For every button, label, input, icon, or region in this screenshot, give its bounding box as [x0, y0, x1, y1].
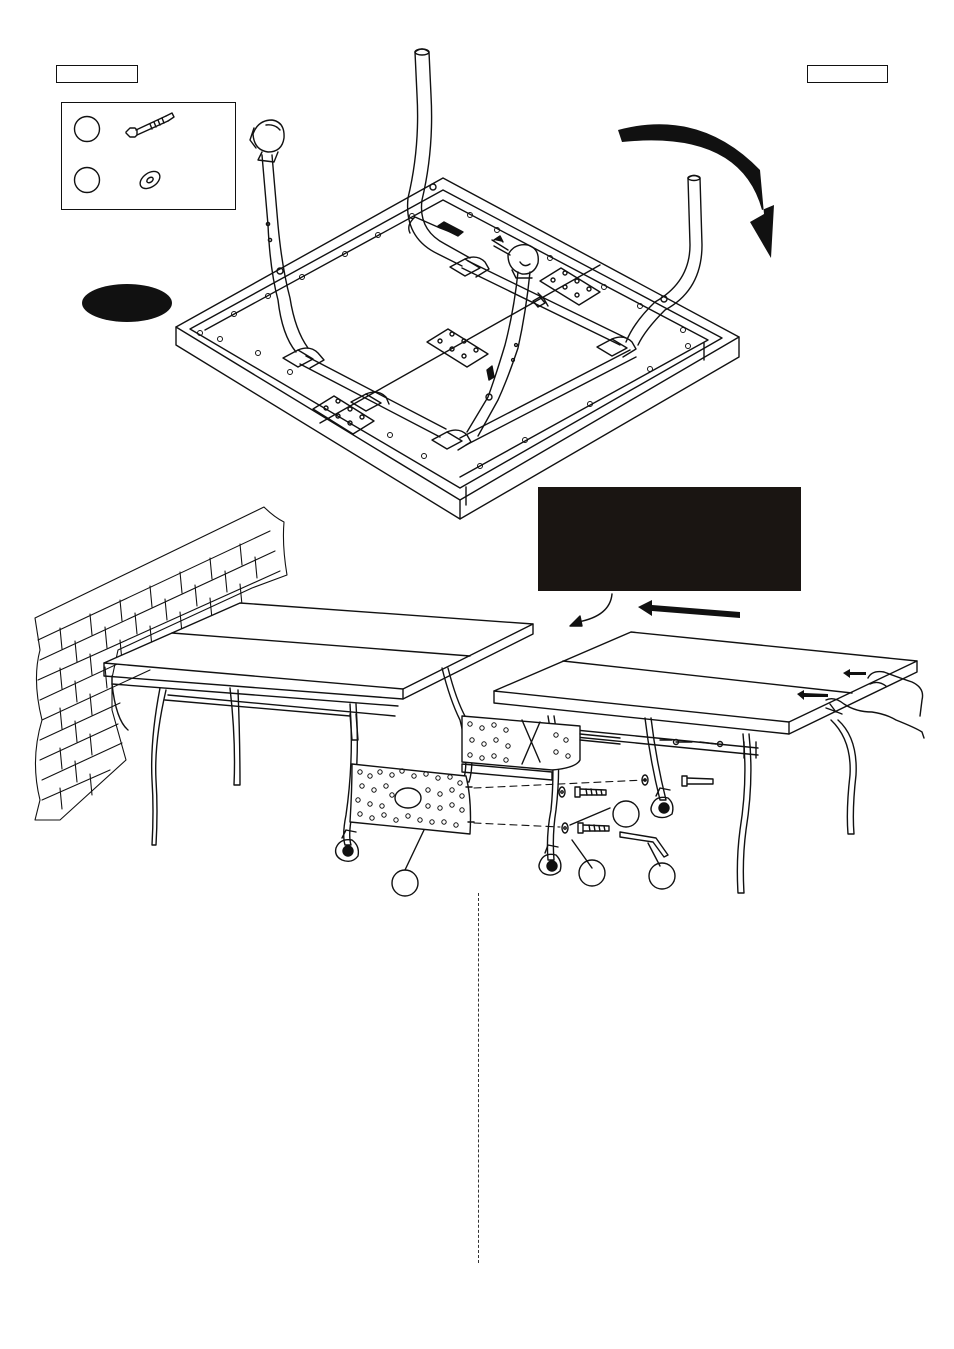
- leg-brackets: [282, 256, 637, 451]
- rotate-arrow-icon: [618, 124, 774, 258]
- caster-wheel-lower-right: [650, 787, 674, 819]
- hex-wrench-icon: [619, 831, 669, 858]
- callout-screw-circle: [612, 800, 640, 828]
- washer-icon: [139, 170, 161, 190]
- screw-icon: [125, 112, 175, 138]
- folding-leg-right: [625, 174, 703, 346]
- folding-leg-center: [466, 271, 531, 437]
- folding-leg-top: [406, 48, 471, 267]
- push-arrows: [638, 600, 866, 700]
- table-half-left: [103, 602, 534, 846]
- warning-panel: [538, 487, 801, 591]
- header-left-box: [56, 65, 138, 83]
- net-panel-right: [461, 715, 724, 781]
- curved-arrow-icon: [569, 593, 613, 627]
- leader-line-washer: [569, 807, 611, 826]
- part-callout-circle-1: [73, 115, 101, 143]
- alignment-lines: [473, 779, 646, 828]
- callout-wrench-circle: [648, 862, 676, 890]
- callout-washer-circle: [578, 859, 606, 887]
- caster-wheel-lower-left: [334, 829, 360, 863]
- caster-wheel-left: [249, 119, 285, 163]
- hinge-plates: [312, 267, 601, 435]
- caster-wheel-center: [507, 244, 539, 279]
- table-top-upside-down: [175, 177, 740, 520]
- leader-line-wrench: [647, 842, 661, 867]
- brick-wall: [34, 506, 288, 821]
- dashed-divider: [478, 893, 479, 1263]
- callout-panel-circle: [391, 869, 419, 897]
- bolt-washer-set: [558, 774, 714, 834]
- parts-box: [61, 102, 236, 210]
- table-half-right: [493, 631, 918, 894]
- header-right-box: [807, 65, 888, 83]
- step-badge: [82, 284, 172, 322]
- parts-callouts: [73, 115, 101, 194]
- leader-line-washer-2: [571, 839, 593, 869]
- net-panel-left: [349, 763, 475, 871]
- folding-leg-left: [261, 154, 309, 353]
- part-callout-circle-2: [73, 166, 101, 194]
- hands-icon: [825, 670, 925, 739]
- safety-latch: [408, 216, 549, 308]
- caster-wheel-lower-mid: [538, 844, 562, 876]
